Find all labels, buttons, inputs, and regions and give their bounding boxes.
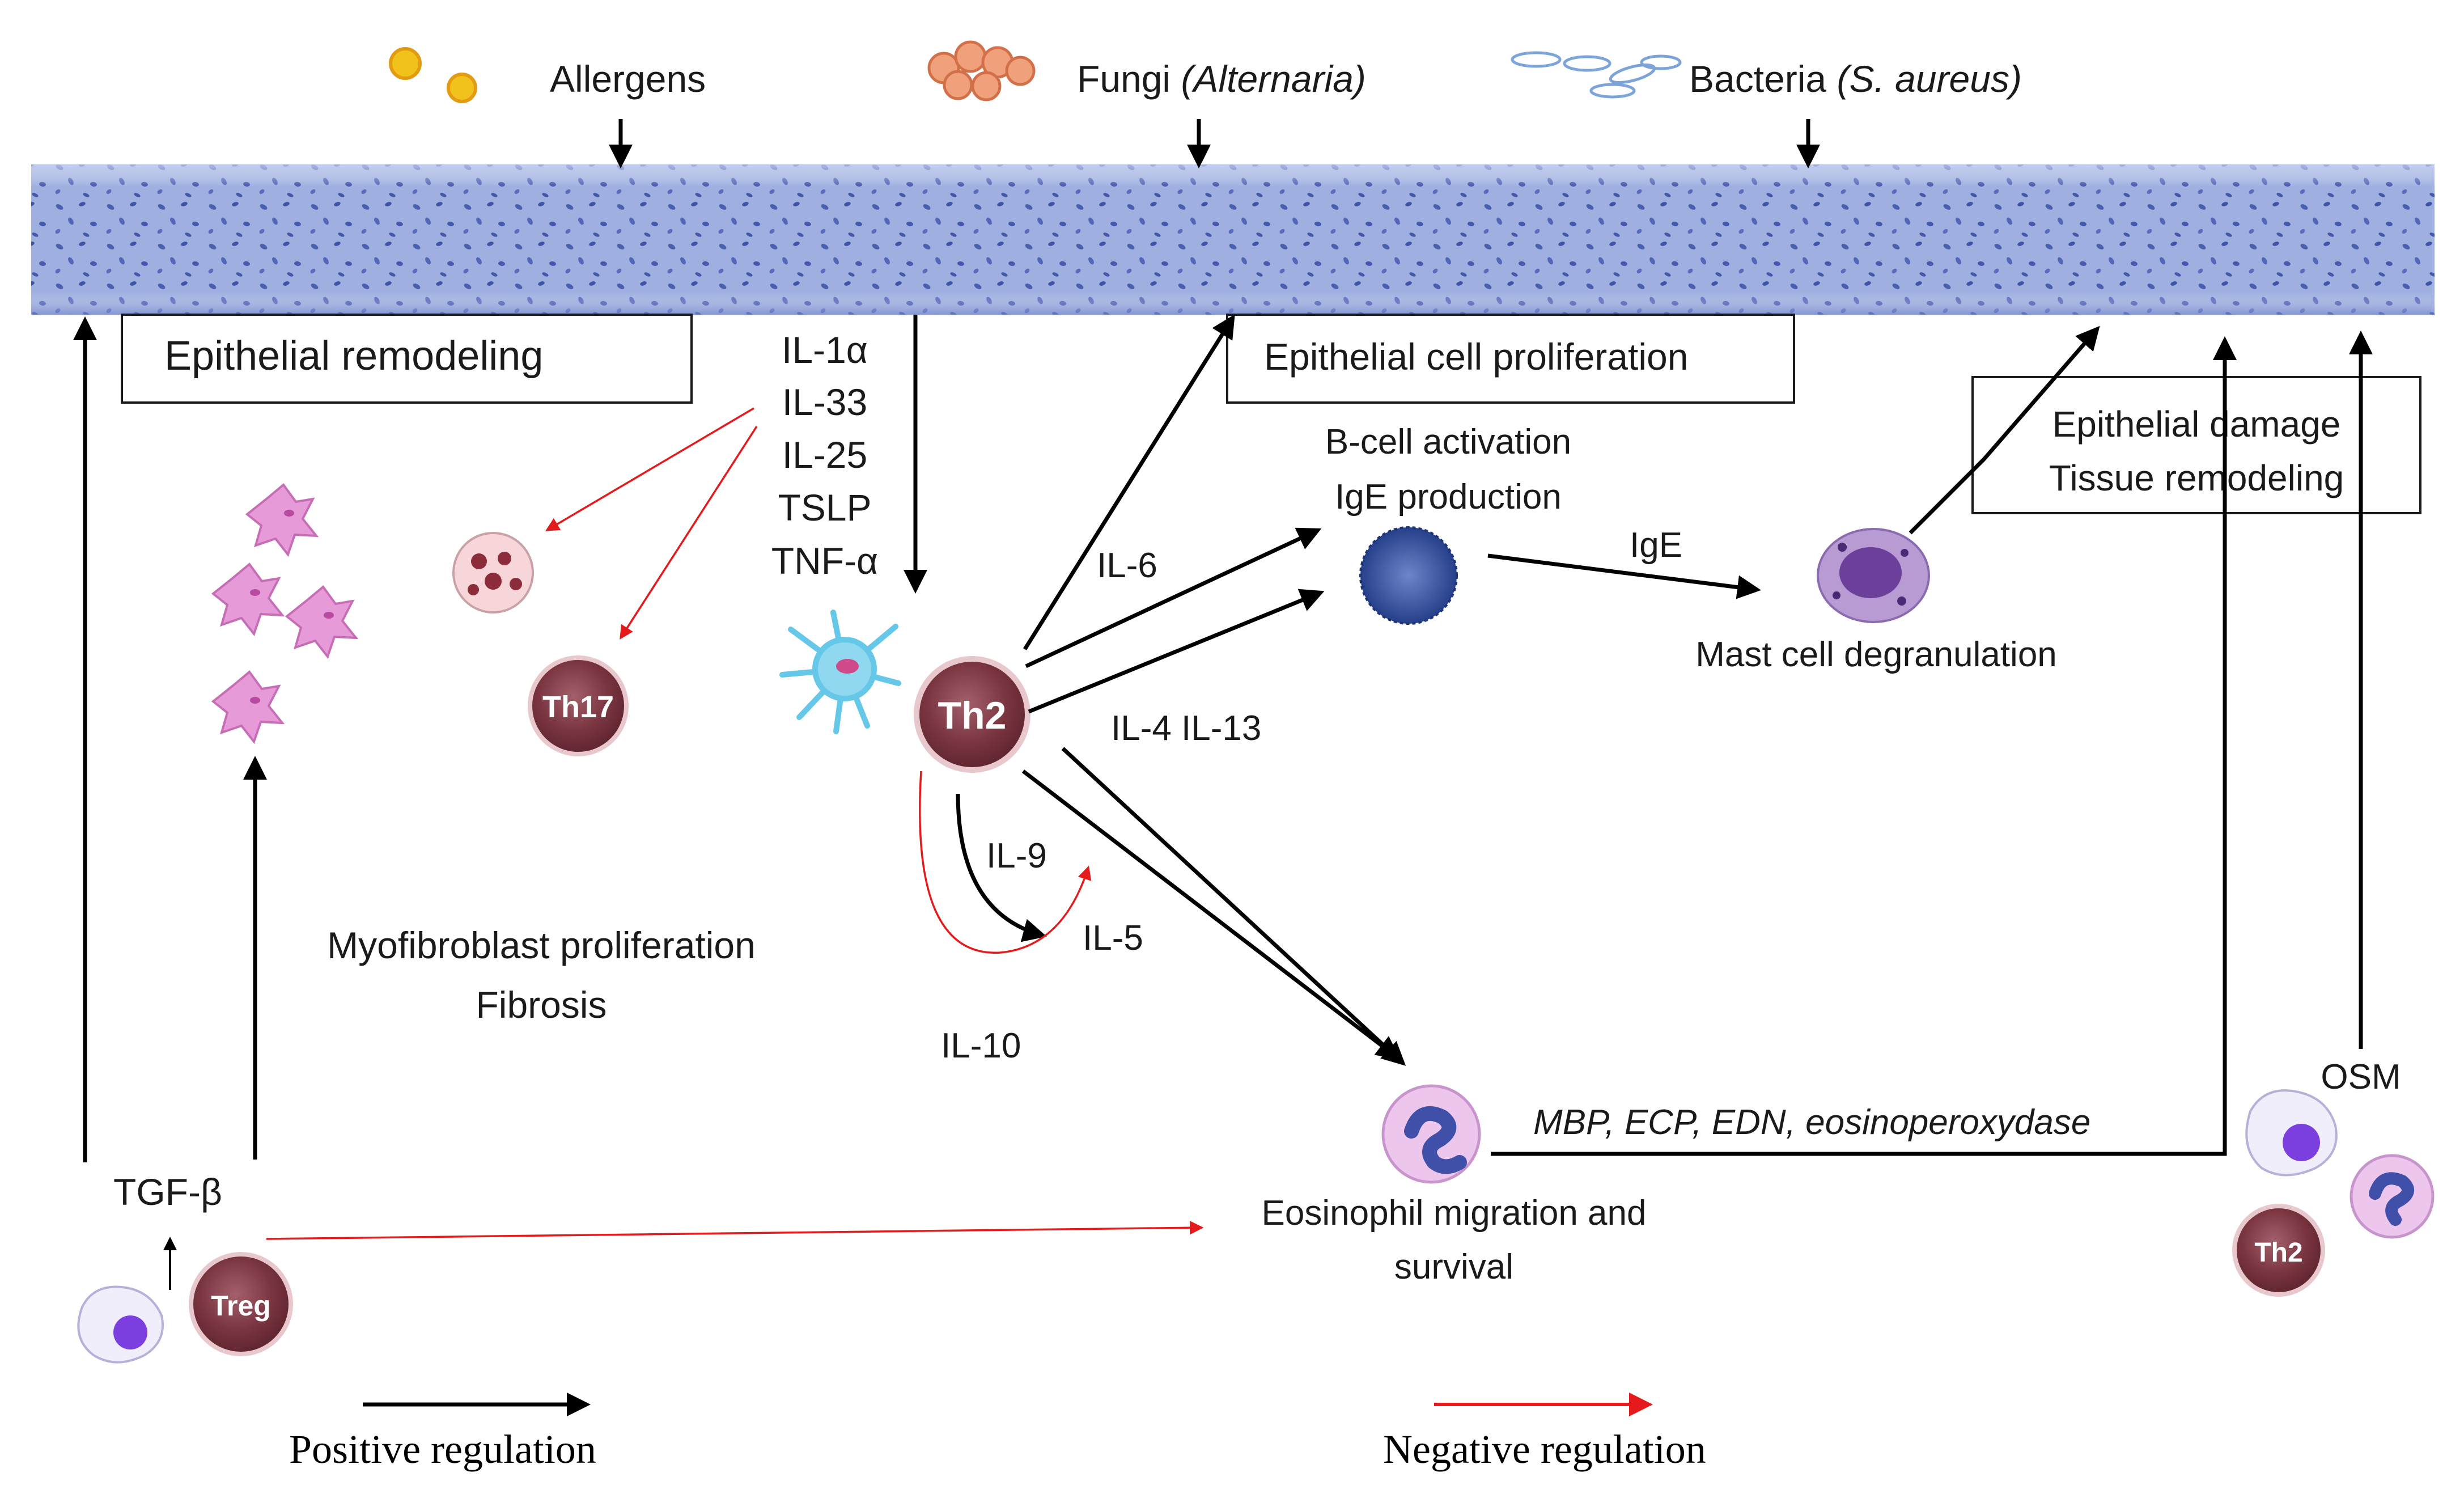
positive-arrows (73, 314, 2373, 1162)
osm-label: OSM (2321, 1057, 2401, 1097)
arrow-cytokine-to-th17 (620, 426, 758, 640)
myofibroblast-icons (211, 483, 359, 744)
arrow-mast-to-epithelium (1909, 325, 2100, 535)
il9-label: IL-9 (986, 836, 1047, 875)
il5-label: IL-5 (1083, 919, 1143, 958)
stimulus-arrows (609, 119, 1820, 168)
fibrosis-label: Fibrosis (476, 984, 607, 1026)
bacteria-species: (S. aureus) (1837, 58, 2021, 100)
tissue-remodeling-text: Tissue remodeling (2049, 458, 2344, 498)
epithelium-layer (31, 164, 2435, 315)
th2-label: Th2 (938, 694, 1007, 737)
fungi-label: Fungi (Alternaria) (1077, 58, 1366, 100)
box-epithelial-damage: Epithelial damage Tissue remodeling (1971, 376, 2421, 514)
arrow-th2-to-eosinophil (1021, 769, 1401, 1060)
eos-survival-label: survival (1394, 1247, 1513, 1287)
allergens-label: Allergens (550, 58, 706, 100)
th17-label: Th17 (542, 690, 614, 724)
macrophage-cell-right (2245, 1089, 2338, 1177)
arrow-th2-to-bcell-il6 (1025, 527, 1322, 669)
th2-cell-small: Th2 (2232, 1204, 2325, 1297)
il1a-label: IL-1α (782, 329, 868, 371)
epithelial-cell-proliferation-text: Epithelial cell proliferation (1264, 336, 1688, 378)
il25-label: IL-25 (782, 434, 867, 476)
treg-cell: Treg (189, 1252, 293, 1356)
ige-label: IgE (1630, 526, 1682, 565)
th17-cell: Th17 (528, 655, 629, 756)
negative-arrows (266, 771, 1204, 1240)
negative-arrows-cytokines (545, 407, 758, 640)
eosinophil-cell (1381, 1084, 1481, 1184)
il6-label: IL-6 (1097, 546, 1157, 585)
arrow-treg-to-eosinophil (266, 1221, 1204, 1240)
bacteria-icon (1511, 51, 1682, 99)
tslp-label: TSLP (778, 486, 871, 528)
b-cell (1359, 526, 1458, 625)
il10-label: IL-10 (941, 1026, 1021, 1065)
macrophage-cell-left (77, 1285, 164, 1364)
arrow-eos-mediators-to-epithelium (1491, 336, 2237, 1156)
th2-small-label: Th2 (2254, 1238, 2302, 1268)
arrow-il10-to-il5 (919, 771, 1092, 954)
mast-cell-label: Mast cell degranulation (1695, 635, 2057, 674)
neutrophil-cell (452, 532, 534, 614)
ige-production-label: IgE production (1335, 477, 1562, 517)
allergen-icon (389, 47, 477, 103)
box-epithelial-remodeling: Epithelial remodeling (121, 314, 693, 404)
arrow-cytokine-to-neutrophil (545, 407, 754, 531)
arrow-th2-to-bcell-il4 (1028, 589, 1325, 714)
bacteria-label: Bacteria (S. aureus) (1689, 58, 2022, 100)
eos-mediators-label: MBP, ECP, EDN, eosinoperoxydase (1533, 1103, 2090, 1142)
tgfb-label: TGF-β (113, 1171, 222, 1213)
treg-label: Treg (211, 1290, 271, 1322)
tnfa-label: TNF-α (771, 540, 878, 582)
arrow-th2-il9-to-il5 (956, 793, 1047, 942)
epithelial-damage-text: Epithelial damage (2052, 404, 2341, 445)
mast-cell (1817, 528, 1930, 623)
box-epithelial-cell-proliferation: Epithelial cell proliferation (1226, 314, 1795, 404)
legend-negative-label: Negative regulation (1383, 1427, 1706, 1472)
il4-il13-label: IL-4 IL-13 (1111, 709, 1261, 748)
fungi-species: (Alternaria) (1181, 58, 1365, 100)
legend-positive-label: Positive regulation (289, 1427, 596, 1472)
dendritic-cell (779, 610, 901, 734)
bacteria-text: Bacteria (1689, 58, 1826, 100)
cytokine-list: IL-1α IL-33 IL-25 TSLP TNF-α (771, 329, 878, 582)
arrow-th2-to-eosinophil-2 (1061, 747, 1406, 1066)
eos-migration-label: Eosinophil migration and (1262, 1194, 1647, 1233)
fungi-text: Fungi (1077, 58, 1170, 100)
legend: Positive regulation Negative regulation (289, 1393, 1706, 1472)
myofibroblast-label: Myofibroblast proliferation (327, 924, 756, 966)
epithelial-remodeling-text: Epithelial remodeling (164, 333, 543, 379)
arrow-th2-to-epithelial-proliferation (1023, 314, 1235, 650)
eosinophil-cell-right (2350, 1154, 2435, 1239)
th2-cell: Th2 (914, 656, 1030, 773)
il33-label: IL-33 (782, 381, 867, 423)
bcell-activation-label: B-cell activation (1325, 422, 1571, 462)
fungi-icon (927, 40, 1036, 101)
arrow-bcell-to-mast (1487, 553, 1761, 599)
